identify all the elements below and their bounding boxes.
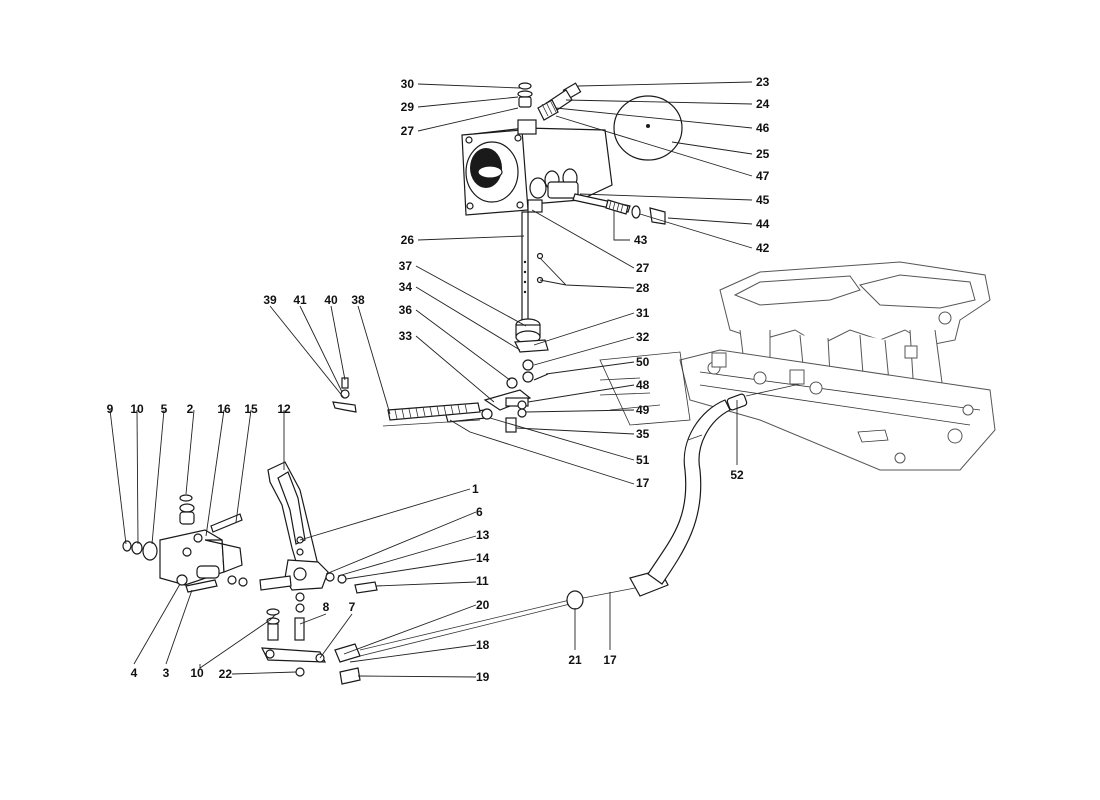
callout-52: 52 (730, 468, 744, 482)
callout-17-top: 17 (636, 476, 650, 490)
callout-48: 48 (636, 378, 650, 392)
callout-39: 39 (263, 293, 277, 307)
callout-25: 25 (756, 147, 770, 161)
callout-37: 37 (399, 259, 413, 273)
callout-47: 47 (756, 169, 770, 183)
lever-7-and-pins (260, 608, 326, 677)
callout-7: 7 (349, 600, 356, 614)
return-spring-38 (332, 377, 481, 427)
callout-5: 5 (161, 402, 168, 416)
intake-manifold (599, 261, 996, 471)
callout-18: 18 (476, 638, 490, 652)
callout-3: 3 (163, 666, 170, 680)
top-small-parts (517, 82, 582, 121)
callout-36: 36 (399, 303, 413, 317)
callout-11: 11 (476, 574, 489, 588)
pedal-bracket (122, 494, 248, 593)
callout-23: 23 (756, 75, 770, 89)
callout-27-right: 27 (636, 261, 650, 275)
callout-44: 44 (756, 217, 770, 231)
callout-labels: 1 2 3 4 5 6 7 8 9 10 10 11 12 13 14 15 1… (107, 75, 770, 684)
leader-lines (109, 81, 753, 678)
callout-27-top: 27 (401, 124, 415, 138)
callout-31: 31 (636, 306, 650, 320)
callout-51: 51 (636, 453, 650, 467)
callout-28: 28 (636, 281, 650, 295)
callout-43: 43 (634, 233, 648, 247)
accelerator-cable-17 (334, 383, 801, 685)
callout-32: 32 (636, 330, 650, 344)
callout-10-top: 10 (130, 402, 144, 416)
callout-4: 4 (131, 666, 138, 680)
callout-29: 29 (401, 100, 415, 114)
callout-13: 13 (476, 528, 490, 542)
callout-45: 45 (756, 193, 770, 207)
callout-24: 24 (756, 97, 770, 111)
callout-12: 12 (277, 402, 291, 416)
callout-49: 49 (636, 403, 650, 417)
callout-15: 15 (244, 402, 258, 416)
callout-10-bottom: 10 (190, 666, 204, 680)
callout-20: 20 (476, 598, 490, 612)
cover-disc-25 (613, 95, 683, 161)
callout-34: 34 (399, 280, 413, 294)
callout-17-bottom: 17 (603, 653, 617, 667)
callout-30: 30 (401, 77, 415, 91)
callout-21: 21 (568, 653, 582, 667)
callout-26: 26 (401, 233, 415, 247)
callout-33: 33 (399, 329, 413, 343)
callout-50: 50 (636, 355, 650, 369)
callout-8: 8 (323, 600, 330, 614)
callout-40: 40 (324, 293, 338, 307)
accelerator-pedal-12 (259, 461, 378, 613)
callout-1: 1 (472, 482, 479, 496)
callout-22: 22 (219, 667, 233, 681)
throttle-body (461, 119, 613, 216)
callout-42: 42 (756, 241, 770, 255)
callout-38: 38 (351, 293, 365, 307)
callout-41: 41 (293, 293, 307, 307)
callout-16: 16 (217, 402, 231, 416)
callout-35: 35 (636, 427, 650, 441)
throttle-rod-26 (521, 211, 544, 321)
callout-9: 9 (107, 402, 114, 416)
callout-14: 14 (476, 551, 490, 565)
callout-46: 46 (756, 121, 770, 135)
adjuster-screw-assembly (572, 193, 666, 225)
callout-6: 6 (476, 505, 483, 519)
callout-2: 2 (187, 402, 194, 416)
callout-19: 19 (476, 670, 490, 684)
